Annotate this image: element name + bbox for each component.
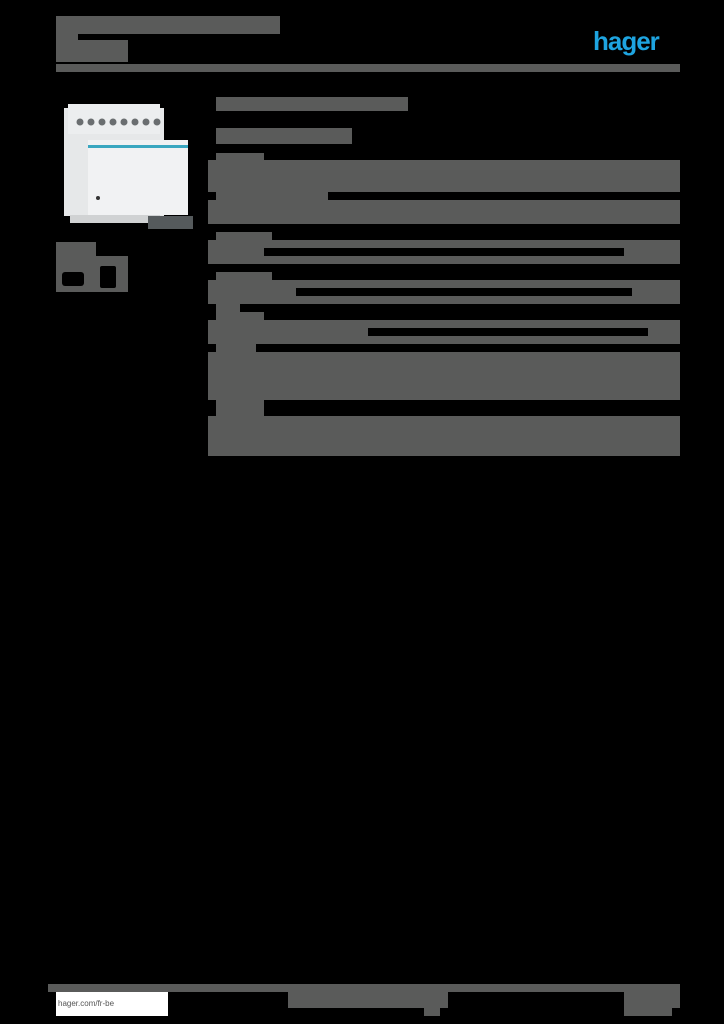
spec-block-redacted [208,352,680,400]
document-subtitle-redacted [56,40,128,62]
symbol-icon [100,266,116,288]
spec-row-label-redacted [208,248,264,256]
footer-center-redacted [424,1008,440,1016]
spec-row-label-redacted [216,400,264,416]
spec-row-redacted [208,296,680,304]
section-label-redacted [216,272,272,280]
section-label-redacted [216,232,272,240]
header-divider [56,64,680,72]
spec-row-redacted [208,320,680,328]
spec-row-value-redacted [632,288,680,296]
product-image [64,104,193,229]
product-description-redacted [216,97,408,111]
hager-logo: hager [593,26,660,56]
spec-row-redacted [208,240,680,248]
spec-row-value-redacted [648,328,680,336]
spec-row-value-redacted [624,248,680,256]
spec-row-label-redacted [216,304,240,312]
footer-website-link[interactable]: hager.com/fr-be [56,992,168,1016]
spec-block-redacted [208,416,680,456]
spec-row-redacted [208,336,680,344]
spec-row-redacted [208,280,680,288]
spec-block-redacted [208,200,680,224]
document-title-redacted [56,16,280,34]
footer-page-info-redacted [624,1008,672,1016]
spec-row-label-redacted [216,344,256,352]
product-reference-redacted [216,128,352,144]
spec-row-label-redacted [208,328,368,336]
footer-center-redacted [288,992,448,1008]
footer-page-info-redacted [624,992,680,1008]
footer-divider [48,984,680,992]
spec-row-label-redacted [208,288,296,296]
document-title-redacted [56,34,78,40]
spec-row-redacted [208,256,680,264]
section-label-redacted [216,153,264,161]
spec-block-redacted [208,160,680,192]
spec-label-redacted [216,192,328,200]
ce-mark-icon [62,272,84,286]
spec-row-label-redacted [216,312,264,320]
